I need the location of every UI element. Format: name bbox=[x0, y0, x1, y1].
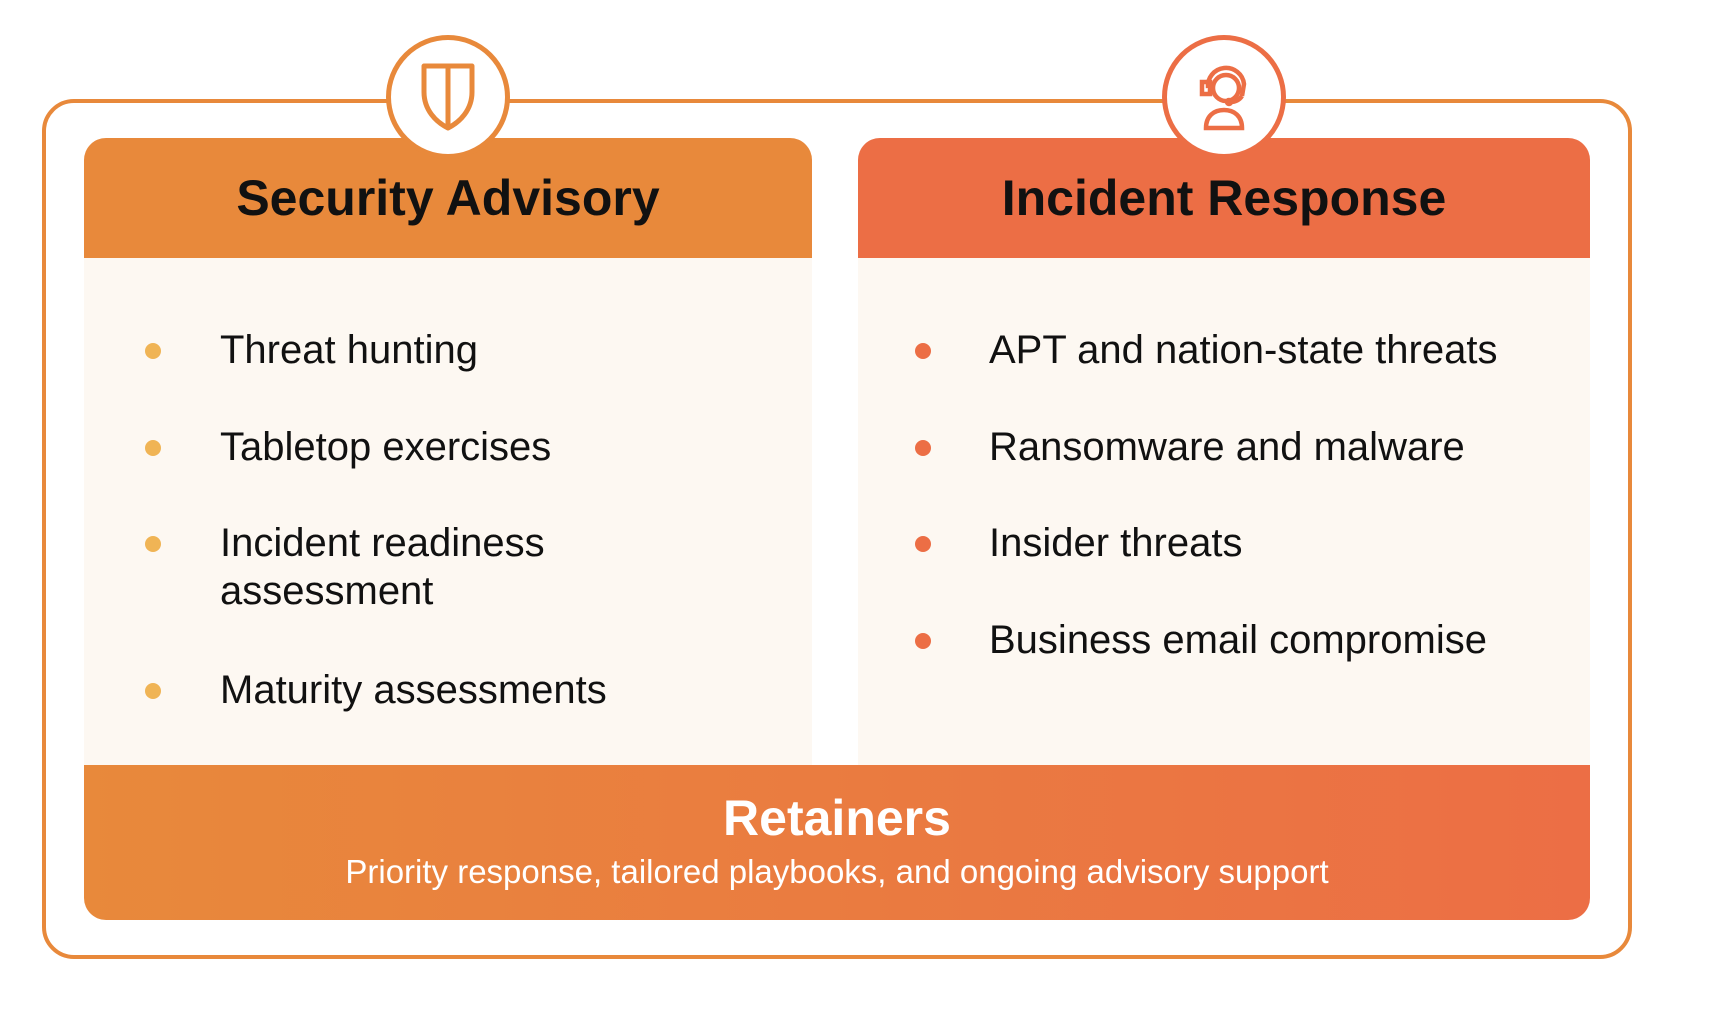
outer-frame bbox=[42, 99, 1632, 959]
list-item: APT and nation-state threats bbox=[989, 328, 1498, 372]
bullet bbox=[145, 343, 161, 359]
bullet bbox=[915, 343, 931, 359]
retainers-subtitle: Priority response, tailored playbooks, a… bbox=[345, 853, 1329, 890]
bullet bbox=[145, 440, 161, 456]
list-item: Business email compromise bbox=[989, 618, 1487, 662]
list-item: Tabletop exercises bbox=[220, 425, 552, 469]
bullet bbox=[915, 536, 931, 552]
list-item: Ransomware and malware bbox=[989, 425, 1465, 469]
incident-response-card: Incident Response APT and nation-state t… bbox=[858, 138, 1590, 768]
retainers-banner: Retainers Priority response, tailored pl… bbox=[84, 765, 1590, 920]
bullet bbox=[915, 633, 931, 649]
list-item: Incident readiness assessment bbox=[220, 521, 545, 613]
retainers-title: Retainers bbox=[723, 790, 951, 846]
security-advisory-card: Security Advisory Threat hunting Tableto… bbox=[84, 138, 812, 768]
list-item: Maturity assessments bbox=[220, 668, 607, 712]
list-item: Threat hunting bbox=[220, 328, 478, 372]
list-item: Insider threats bbox=[989, 521, 1243, 565]
bullet bbox=[145, 683, 161, 699]
bullet bbox=[915, 440, 931, 456]
shield-icon bbox=[386, 35, 510, 159]
bullet bbox=[145, 536, 161, 552]
headset-agent-icon bbox=[1162, 35, 1286, 159]
